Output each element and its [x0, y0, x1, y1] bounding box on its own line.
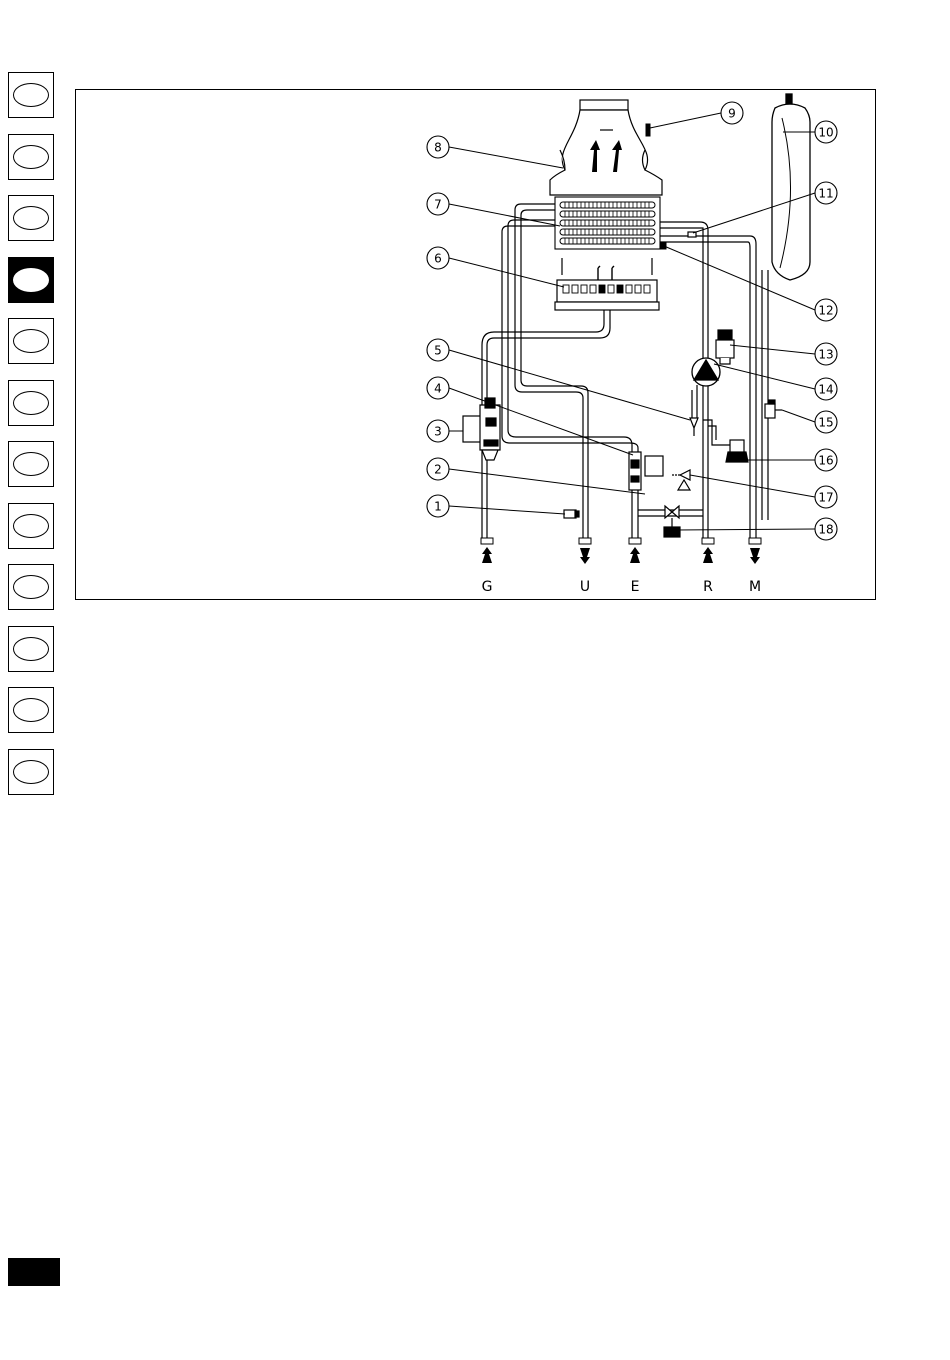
connection-E: E: [629, 538, 641, 595]
callout-number: 4: [434, 382, 442, 396]
callout-number: 12: [818, 304, 833, 318]
callout-number: 2: [434, 463, 442, 477]
callout-number: 6: [434, 252, 442, 266]
callout-number: 8: [434, 141, 442, 155]
callout-13: 13: [730, 343, 837, 365]
inflow-arrow: [482, 547, 492, 563]
callout-11: 11: [693, 182, 837, 233]
callout-number: 5: [434, 344, 442, 358]
callout-17: 17: [690, 475, 837, 508]
callout-5: 5: [427, 339, 690, 420]
callout-number: 11: [818, 187, 833, 201]
connection-U: U: [579, 538, 591, 595]
heat-exchanger: [555, 197, 660, 249]
connection-R: R: [702, 538, 714, 595]
connection-label: U: [580, 579, 590, 595]
burner: [555, 258, 659, 310]
connections: GUERM: [481, 538, 761, 595]
air-vent: [716, 330, 734, 364]
outflow-arrow: [750, 548, 760, 564]
callout-16: 16: [748, 449, 837, 471]
callout-3: 3: [427, 420, 463, 442]
flow-switch: [645, 456, 663, 476]
connection-label: R: [703, 579, 713, 595]
connection-M: M: [749, 538, 761, 595]
callout-14: 14: [714, 364, 837, 400]
flow-limiter: [629, 452, 641, 490]
pressure-switch: [726, 440, 748, 462]
callout-number: 1: [434, 500, 442, 514]
expansion-vessel: [772, 94, 810, 280]
gas-test-point: [564, 510, 579, 518]
callout-number: 13: [818, 348, 833, 362]
callout-number: 16: [818, 454, 833, 468]
safety-valve: [672, 470, 690, 490]
callout-1: 1: [427, 495, 565, 517]
flue-hood: [550, 100, 662, 195]
heat-exchanger-coils: [560, 202, 655, 244]
ntc-sensor: [660, 242, 666, 249]
filling-tap: [664, 506, 680, 537]
outflow-arrow: [580, 548, 590, 564]
callout-number: 7: [434, 198, 442, 212]
callout-number: 3: [434, 425, 442, 439]
connection-label: G: [482, 579, 493, 595]
callout-6: 6: [427, 247, 564, 287]
callout-9: 9: [650, 102, 743, 128]
callout-8: 8: [427, 136, 563, 168]
inflow-arrow: [630, 547, 640, 563]
callout-15: 15: [782, 410, 837, 433]
callout-number: 9: [728, 107, 736, 121]
callout-number: 10: [818, 126, 833, 140]
callout-number: 17: [818, 491, 833, 505]
circulation-pump: [692, 358, 720, 386]
callout-number: 14: [818, 383, 833, 397]
connection-G: G: [481, 538, 493, 595]
connection-label: E: [631, 579, 640, 595]
callout-number: 15: [818, 416, 833, 430]
inflow-arrow: [703, 547, 713, 563]
check-valve: [690, 418, 698, 436]
connection-label: M: [749, 579, 761, 595]
flue-sensor: [646, 124, 650, 136]
callout-number: 18: [818, 523, 833, 537]
callout-2: 2: [427, 458, 645, 494]
page-marker: [8, 1258, 60, 1286]
